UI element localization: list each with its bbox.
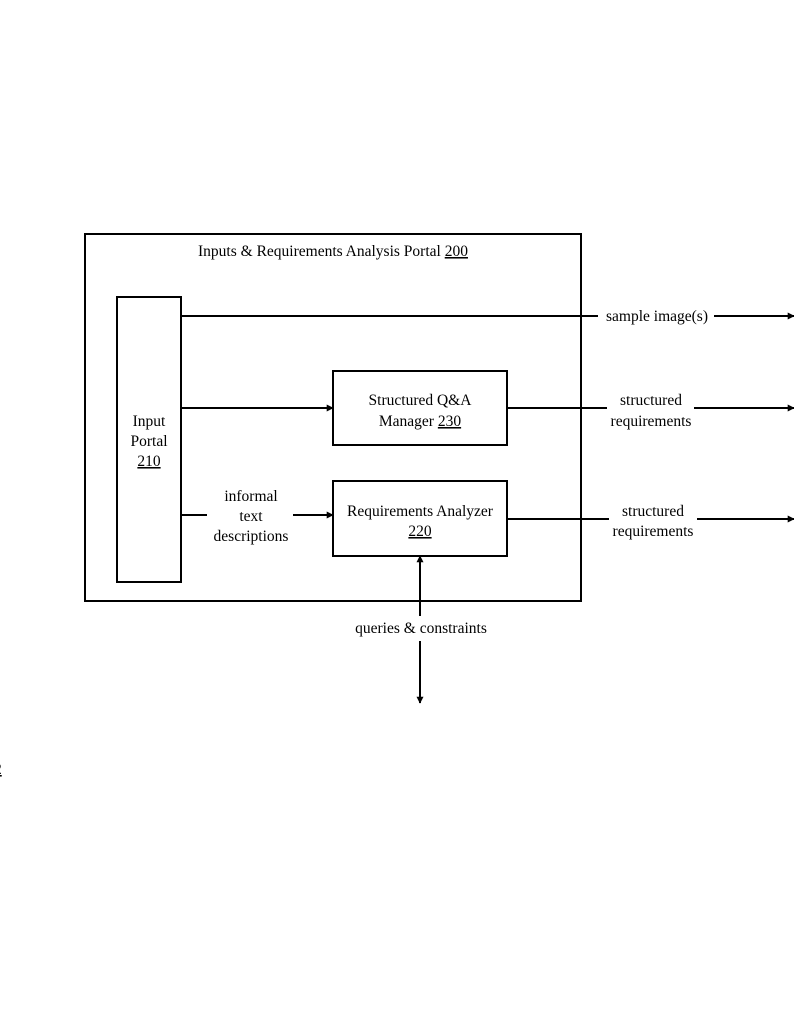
qa-manager-line2: Manager 230 (379, 413, 461, 430)
qa-manager-ref: 230 (438, 413, 462, 430)
sr2-label-2: requirements (613, 523, 694, 540)
portal-box (84, 233, 582, 602)
qa-manager-line1: Structured Q&A (369, 392, 473, 409)
informal-label-2: text (239, 508, 263, 525)
portal-ref: 200 (445, 243, 469, 260)
sr1-label-2: requirements (611, 413, 692, 430)
analyzer-line1: Requirements Analyzer (347, 503, 494, 520)
queries-label: queries & constraints (355, 620, 487, 637)
portal-title: Inputs & Requirements Analysis Portal 20… (198, 243, 468, 260)
informal-label-1: informal (224, 488, 277, 505)
analyzer-ref: 220 (408, 523, 432, 540)
sample-images-label: sample image(s) (606, 308, 708, 325)
input-portal-ref: 210 (137, 453, 161, 470)
input-portal-box (116, 296, 182, 583)
input-portal-line2: Portal (130, 433, 167, 450)
edge-fragment-label: 2 (0, 761, 2, 778)
informal-label-3: descriptions (214, 528, 289, 545)
sr2-label-1: structured (622, 503, 684, 520)
input-portal-line1: Input (133, 413, 166, 430)
sr1-label-1: structured (620, 392, 682, 409)
